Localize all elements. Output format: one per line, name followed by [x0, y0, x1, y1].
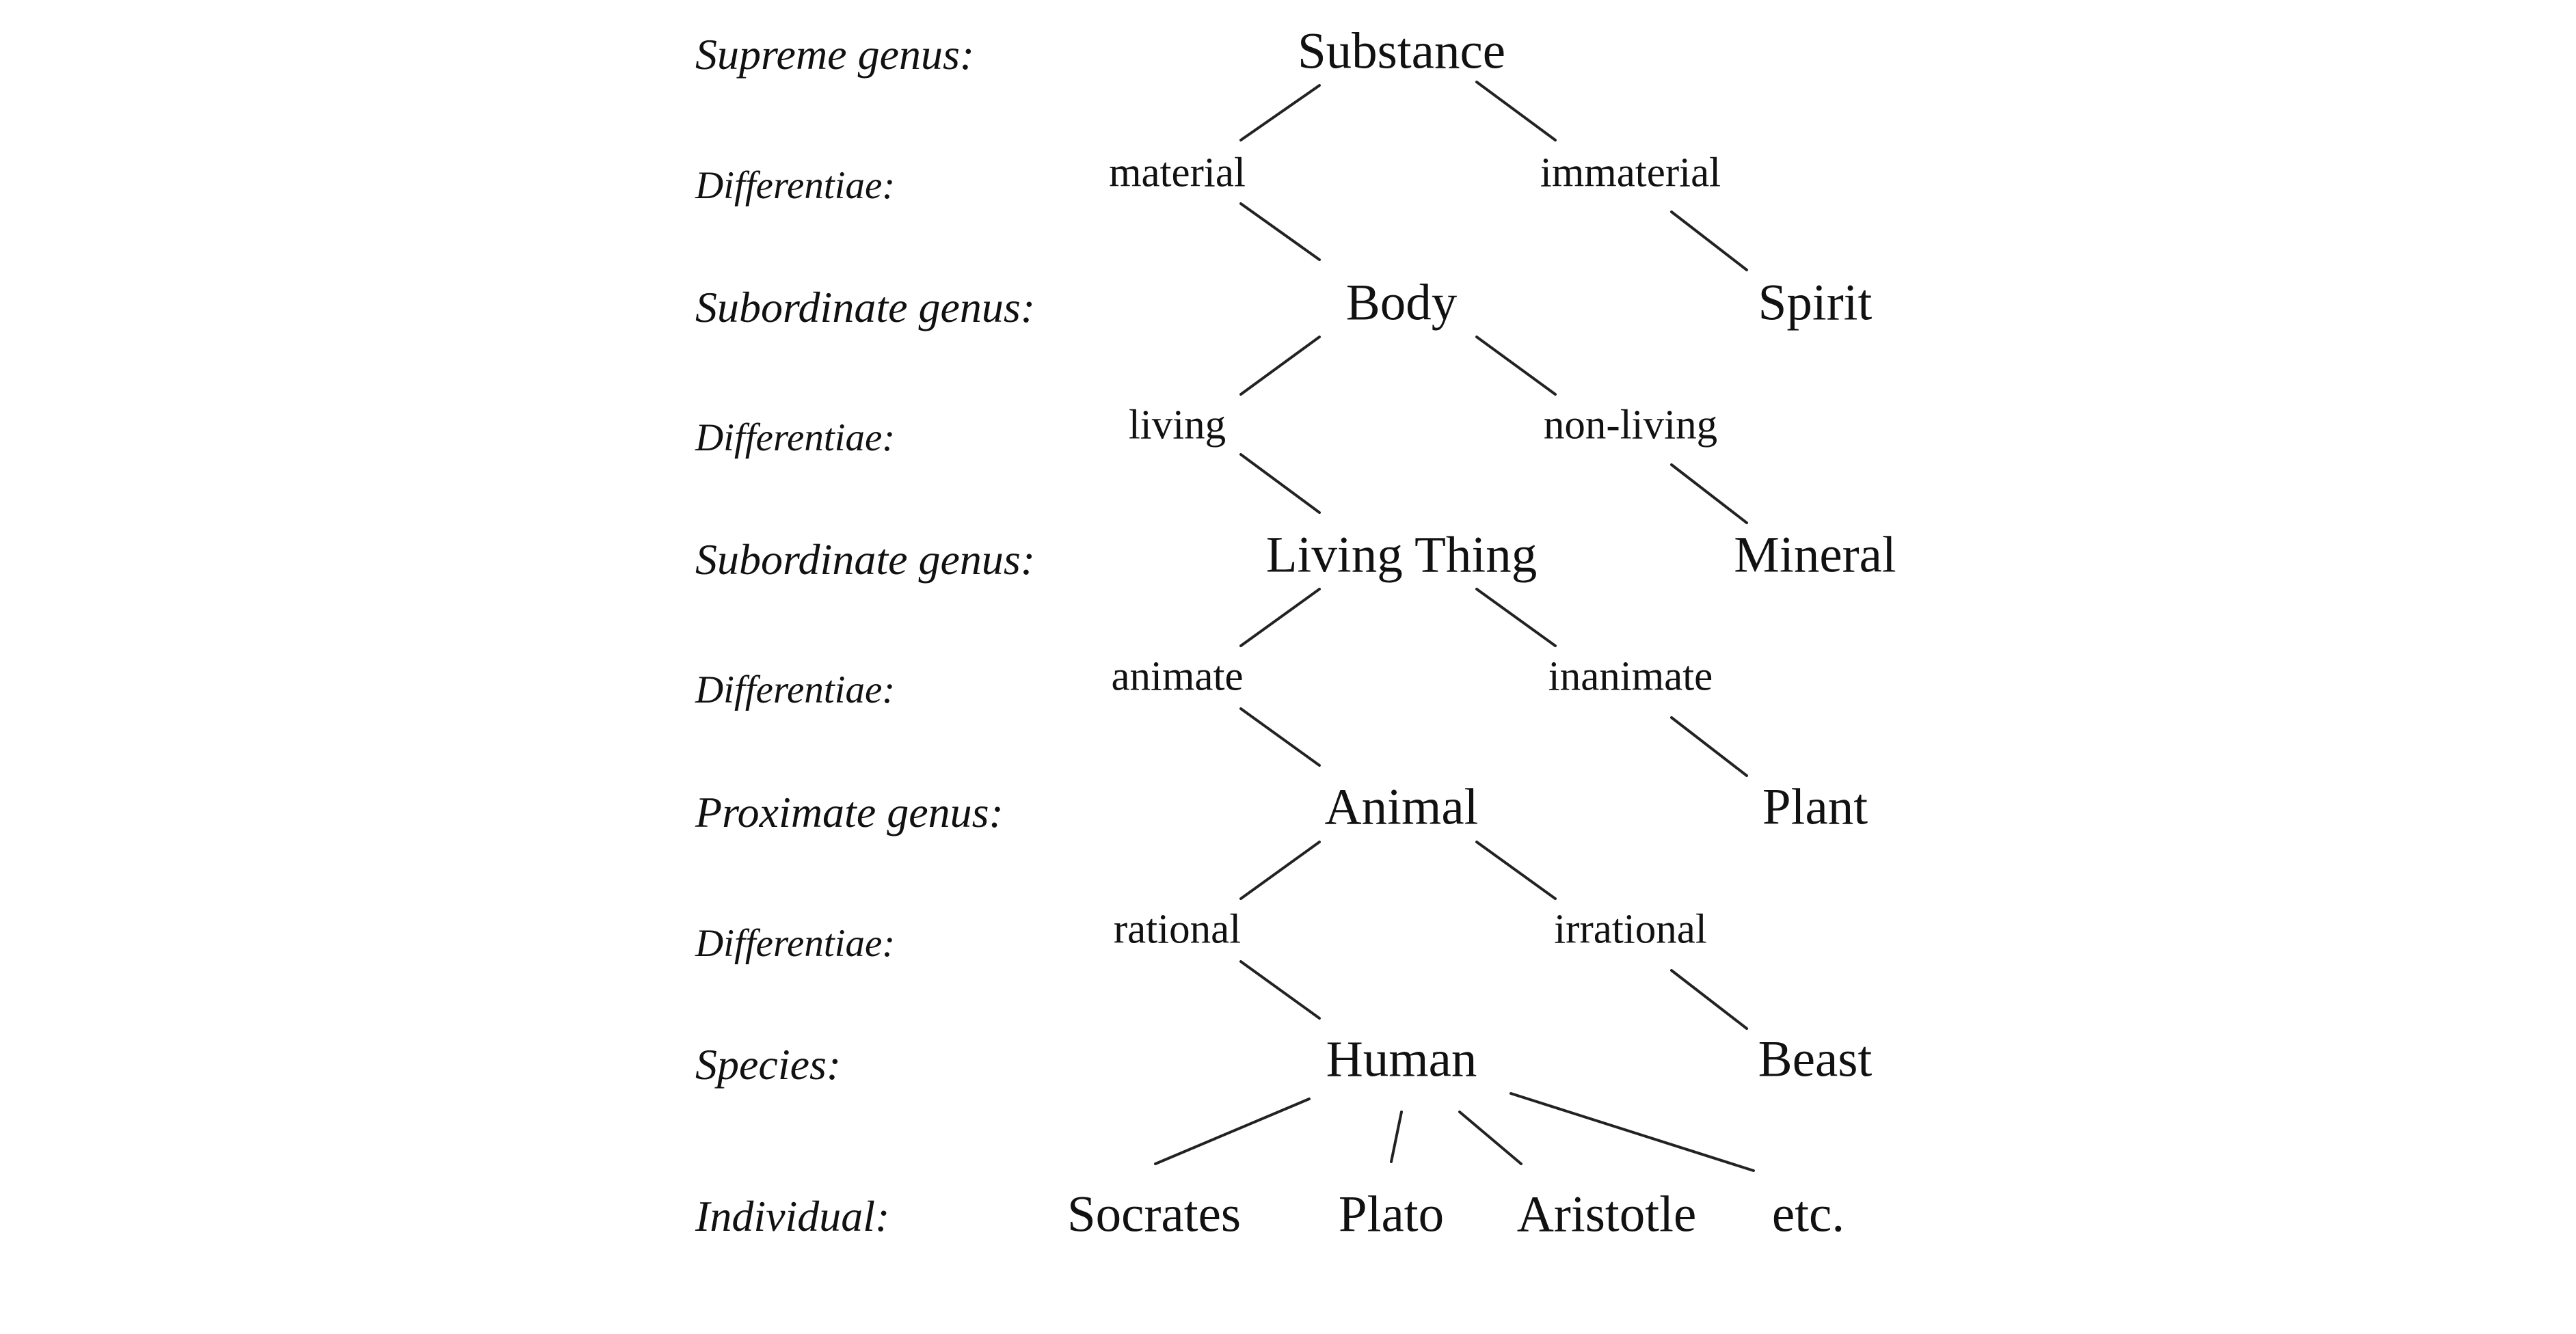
edge-substance-immaterial [1475, 81, 1557, 141]
node-mineral: Mineral [1734, 526, 1896, 584]
edge-irrational-beast [1670, 969, 1748, 1030]
node-aristotle: Aristotle [1516, 1186, 1697, 1243]
node-animal: Animal [1324, 778, 1479, 836]
level-label-supreme-genus: Supreme genus: [695, 30, 975, 79]
edge-rational-human [1239, 960, 1321, 1020]
level-label-species: Species: [695, 1040, 842, 1089]
edge-animal-irrational [1475, 841, 1557, 900]
edge-non-living-mineral [1670, 463, 1748, 524]
node-irrational: irrational [1554, 906, 1707, 953]
edge-animal-rational [1239, 841, 1321, 900]
node-living-thing: Living Thing [1265, 526, 1538, 584]
edge-substance-material [1239, 84, 1321, 141]
edge-human-plato [1390, 1111, 1403, 1163]
edge-human-etc [1510, 1092, 1755, 1172]
edge-animate-animal [1239, 707, 1321, 767]
node-socrates: Socrates [1066, 1186, 1242, 1243]
edge-living-thing-inanimate [1475, 588, 1557, 647]
node-plant: Plant [1762, 778, 1868, 836]
node-rational: rational [1113, 906, 1242, 953]
edge-body-non-living [1475, 336, 1557, 396]
node-substance: Substance [1297, 23, 1506, 80]
node-inanimate: inanimate [1548, 653, 1713, 700]
node-etc: etc. [1771, 1186, 1845, 1243]
node-living: living [1128, 402, 1226, 448]
level-label-differentiae: Differentiae: [695, 668, 896, 711]
node-human: Human [1326, 1031, 1477, 1088]
node-body: Body [1345, 274, 1458, 331]
level-label-subordinate-genus: Subordinate genus: [695, 535, 1036, 584]
level-label-differentiae: Differentiae: [695, 922, 896, 965]
edge-living-thing-animate [1239, 588, 1321, 647]
level-label-differentiae: Differentiae: [695, 416, 896, 459]
node-spirit: Spirit [1758, 274, 1873, 331]
edge-body-living [1239, 336, 1321, 396]
node-beast: Beast [1758, 1031, 1873, 1088]
level-label-differentiae: Differentiae: [695, 164, 896, 207]
edge-inanimate-plant [1670, 716, 1748, 777]
node-non-living: non-living [1543, 402, 1718, 448]
edge-human-socrates [1154, 1098, 1311, 1165]
level-label-proximate-genus: Proximate genus: [695, 788, 1004, 836]
edge-living-living-thing [1239, 453, 1321, 514]
level-label-individual: Individual: [695, 1192, 890, 1240]
edge-human-aristotle [1458, 1111, 1522, 1165]
edge-immaterial-spirit [1670, 210, 1748, 271]
node-plato: Plato [1338, 1186, 1445, 1243]
edge-material-body [1239, 202, 1321, 261]
node-immaterial: immaterial [1540, 150, 1721, 196]
level-label-subordinate-genus: Subordinate genus: [695, 283, 1036, 331]
node-material: material [1109, 150, 1246, 196]
node-animate: animate [1111, 653, 1244, 700]
